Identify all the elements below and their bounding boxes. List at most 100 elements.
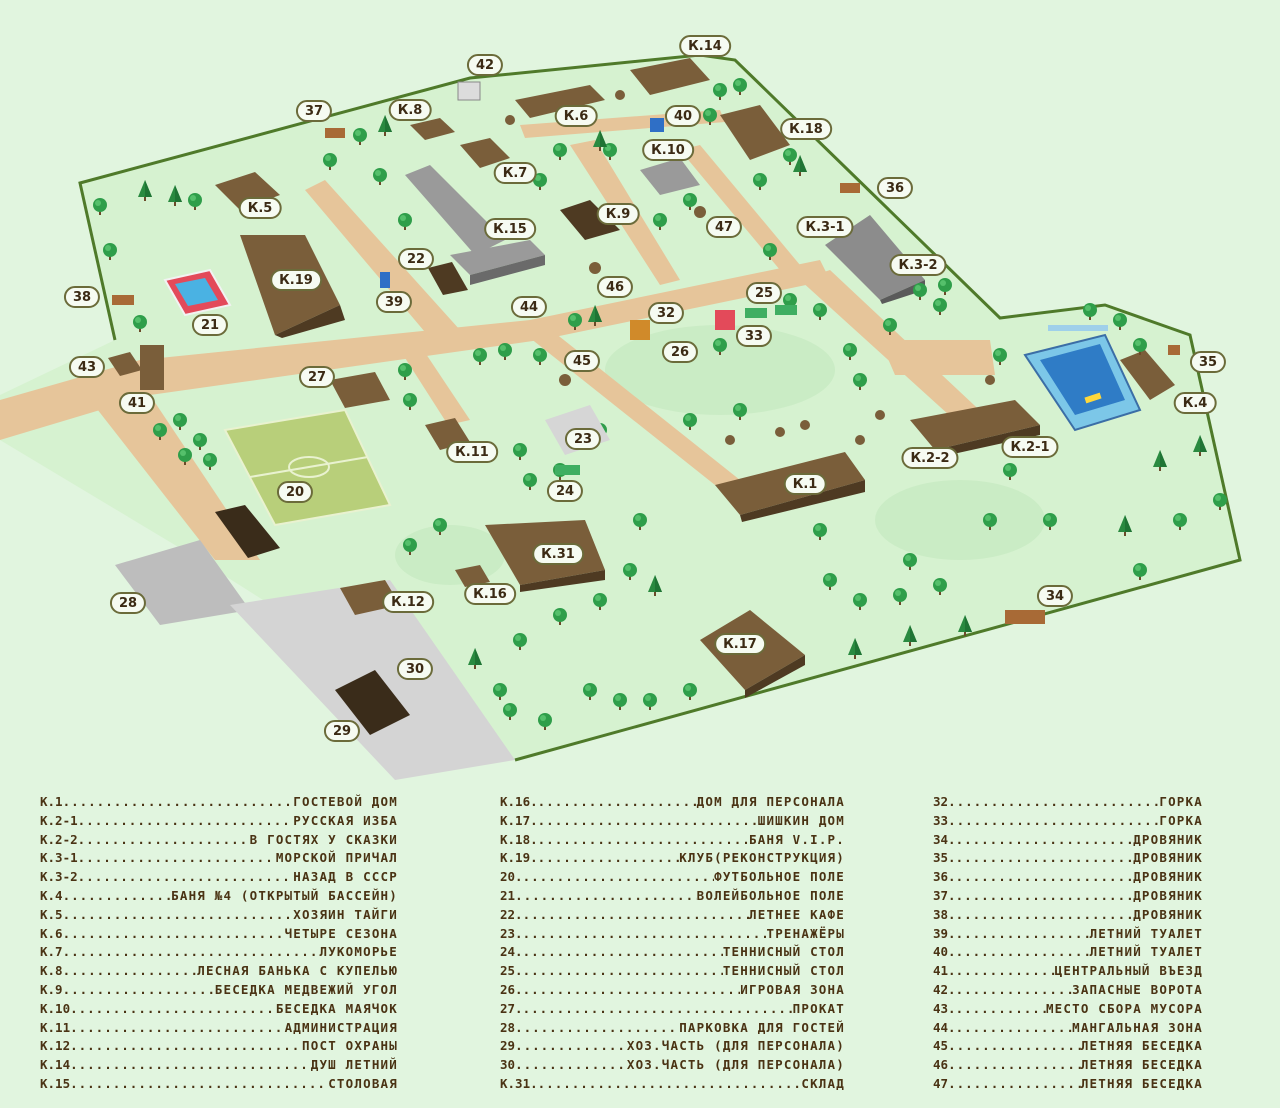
legend-code: К.18. bbox=[500, 831, 538, 847]
legend-name: ДРОВЯНИК bbox=[1133, 850, 1203, 866]
legend-row: 37.ДРОВЯНИК bbox=[933, 887, 1203, 906]
legend-row: К.10БЕСЕДКА МАЯЧОК bbox=[40, 1000, 398, 1019]
label-45[interactable]: 45 bbox=[563, 350, 601, 372]
label-k15[interactable]: К.15 bbox=[484, 218, 536, 240]
camp-map bbox=[0, 53, 1242, 780]
legend-name: БЕСЕДКА МЕДВЕЖИЙ УГОЛ bbox=[214, 981, 398, 997]
legend-name: ЛЕТНЯЯ БЕСЕДКА bbox=[1080, 1075, 1203, 1091]
legend-row: 46ЛЕТНЯЯ БЕСЕДКА bbox=[933, 1056, 1203, 1075]
label-k2-1[interactable]: К.2-1 bbox=[1001, 436, 1059, 458]
legend-row: 43. МЕСТО СБОРА МУСОРА bbox=[933, 1000, 1203, 1019]
legend-leader-dots bbox=[70, 1000, 276, 1019]
legend-row: К.3-1МОРСКОЙ ПРИЧАЛ bbox=[40, 849, 398, 868]
legend-row: 47ЛЕТНЯЯ БЕСЕДКА bbox=[933, 1075, 1203, 1094]
legend-row: 27.ПРОКАТ bbox=[500, 1000, 845, 1019]
legend-leader-dots bbox=[956, 849, 1134, 868]
legend-row: 36.ДРОВЯНИК bbox=[933, 868, 1203, 887]
legend-code: К.3-1 bbox=[40, 850, 78, 866]
label-44[interactable]: 44 bbox=[510, 296, 548, 318]
label-43[interactable]: 43 bbox=[68, 356, 106, 378]
legend-leader-dots bbox=[948, 1037, 1081, 1056]
label-k5[interactable]: К.5 bbox=[238, 197, 282, 219]
label-k11[interactable]: К.11 bbox=[446, 441, 498, 463]
label-k17[interactable]: К.17 bbox=[714, 633, 766, 655]
legend-code: К.8 bbox=[40, 963, 63, 979]
label-22[interactable]: 22 bbox=[397, 248, 435, 270]
legend-code: 42. bbox=[933, 981, 956, 997]
label-30[interactable]: 30 bbox=[396, 658, 434, 680]
legend-code: 30 bbox=[500, 1057, 516, 1073]
legend-leader-dots bbox=[956, 981, 1073, 1000]
label-42[interactable]: 42 bbox=[466, 54, 504, 76]
label-32[interactable]: 32 bbox=[647, 302, 685, 324]
label-24[interactable]: 24 bbox=[546, 480, 584, 502]
legend-leader-dots bbox=[78, 849, 276, 868]
label-k16[interactable]: К.16 bbox=[464, 583, 516, 605]
legend-name: ГОРКА bbox=[1159, 794, 1203, 809]
label-38[interactable]: 38 bbox=[63, 286, 101, 308]
legend-name: ПРОКАТ bbox=[792, 1000, 845, 1016]
label-33[interactable]: 33 bbox=[735, 325, 773, 347]
label-20[interactable]: 20 bbox=[276, 481, 314, 503]
legend-leader-dots bbox=[63, 943, 320, 962]
label-k3-1[interactable]: К.3-1 bbox=[796, 216, 854, 238]
legend-name: АДМИНИСТРАЦИЯ bbox=[284, 1019, 398, 1035]
label-k10[interactable]: К.10 bbox=[642, 139, 694, 161]
legend-row: К.16.ДОМ ДЛЯ ПЕРСОНАЛА bbox=[500, 793, 845, 812]
legend-code: 28 bbox=[500, 1019, 516, 1035]
legend-row: К.5ХОЗЯИН ТАЙГИ bbox=[40, 906, 398, 925]
label-27[interactable]: 27 bbox=[298, 366, 336, 388]
legend-row: 35. ДРОВЯНИК bbox=[933, 849, 1203, 868]
label-21[interactable]: 21 bbox=[191, 314, 229, 336]
legend-name: МЕСТО СБОРА МУСОРА bbox=[1045, 1000, 1203, 1016]
label-47[interactable]: 47 bbox=[705, 216, 743, 238]
label-37[interactable]: 37 bbox=[295, 100, 333, 122]
legend-row: 33ГОРКА bbox=[933, 812, 1203, 831]
legend-code: 35. bbox=[933, 850, 956, 866]
label-25[interactable]: 25 bbox=[745, 282, 783, 304]
label-k6[interactable]: К.6 bbox=[554, 105, 598, 127]
legend-name: РУССКАЯ ИЗБА bbox=[293, 812, 398, 828]
legend-name: БАНЯ №4 (ОТКРЫТЫЙ БАССЕЙН) bbox=[171, 887, 398, 903]
legend-leader-dots bbox=[956, 943, 1090, 962]
legend-name: БАНЯ V.I.P. bbox=[749, 831, 845, 847]
label-k8[interactable]: К.8 bbox=[388, 99, 432, 121]
label-k4[interactable]: К.4 bbox=[1173, 392, 1217, 414]
label-k18[interactable]: К.18 bbox=[780, 118, 832, 140]
label-41[interactable]: 41 bbox=[118, 392, 156, 414]
legend-code: К.31. bbox=[500, 1075, 538, 1091]
legend-code: 43. bbox=[933, 1000, 956, 1016]
legend-name: ЦЕНТРАЛЬНЫЙ ВЪЕЗД bbox=[1054, 963, 1203, 979]
label-46[interactable]: 46 bbox=[596, 276, 634, 298]
legend-code: К.17. bbox=[500, 812, 538, 828]
legend-code: К.5 bbox=[40, 906, 63, 922]
label-39[interactable]: 39 bbox=[375, 291, 413, 313]
label-28[interactable]: 28 bbox=[109, 592, 147, 614]
label-k31[interactable]: К.31 bbox=[532, 543, 584, 565]
legend-row: К.7ЛУКОМОРЬЕ bbox=[40, 943, 398, 962]
legend-row: К.9БЕСЕДКА МЕДВЕЖИЙ УГОЛ bbox=[40, 981, 398, 1000]
label-34[interactable]: 34 bbox=[1036, 585, 1074, 607]
label-23[interactable]: 23 bbox=[564, 428, 602, 450]
label-k3-2[interactable]: К.3-2 bbox=[889, 254, 947, 276]
legend-code: 26. bbox=[500, 981, 523, 997]
legend-leader-dots bbox=[63, 793, 294, 812]
label-k7[interactable]: К.7 bbox=[493, 162, 537, 184]
label-36[interactable]: 36 bbox=[876, 177, 914, 199]
legend-row: К.31.СКЛАД bbox=[500, 1075, 845, 1094]
legend-leader-dots bbox=[70, 1075, 328, 1094]
label-k19[interactable]: К.19 bbox=[270, 269, 322, 291]
legend-row: 24.ТЕННИСНЫЙ СТОЛ bbox=[500, 943, 845, 962]
label-40[interactable]: 40 bbox=[664, 105, 702, 127]
label-k1[interactable]: К.1 bbox=[783, 473, 827, 495]
label-k9[interactable]: К.9 bbox=[596, 203, 640, 225]
label-26[interactable]: 26 bbox=[661, 341, 699, 363]
legend-leader-dots bbox=[538, 812, 758, 831]
label-k2-2[interactable]: К.2-2 bbox=[901, 447, 959, 469]
label-k14[interactable]: К.14 bbox=[679, 35, 731, 57]
legend-name: В ГОСТЯХ У СКАЗКИ bbox=[249, 831, 398, 847]
legend-name: МАНГАЛЬНАЯ ЗОНА bbox=[1072, 1019, 1203, 1035]
label-29[interactable]: 29 bbox=[323, 720, 361, 742]
label-35[interactable]: 35 bbox=[1189, 351, 1227, 373]
label-k12[interactable]: К.12 bbox=[382, 591, 434, 613]
